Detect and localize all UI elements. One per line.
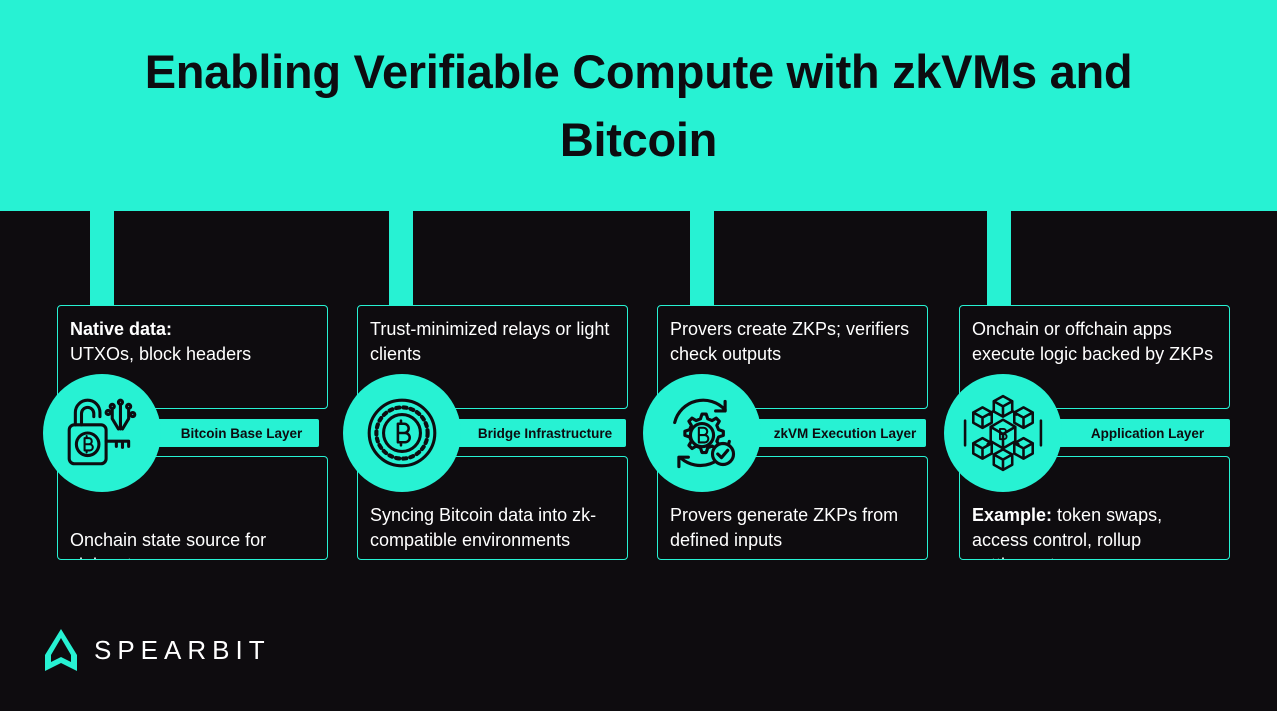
layer-2-bottom-text: Syncing Bitcoin data into zk-compatible … xyxy=(370,505,597,550)
unlocked-bitcoin-padlock-icon xyxy=(67,398,137,466)
layer-4-top-box: Onchain or offchain apps execute logic b… xyxy=(959,305,1230,409)
layer-2-top-text: Trust-minimized relays or light clients xyxy=(370,319,610,364)
bitcoin-blockchain-network-icon xyxy=(963,394,1043,472)
layer-4-bottom-text: token swaps, access control, rollup sett… xyxy=(972,505,1163,559)
layer-4-bottom-bold: Example: xyxy=(972,505,1053,525)
layer-1-bottom-text: Onchain state source for zk input xyxy=(70,530,267,559)
spearbit-logo-icon xyxy=(45,629,77,671)
layer-1-bottom-box: Onchain state source for zk input xyxy=(57,456,328,560)
layer-4-top-text: Onchain or offchain apps execute logic b… xyxy=(972,319,1214,364)
layer-3-top-text: Provers create ZKPs; verifiers check out… xyxy=(670,319,910,364)
layer-1-top-bold: Native data: xyxy=(70,319,173,339)
layer-2-icon-circle xyxy=(343,374,461,492)
connector-bridge-infrastructure xyxy=(389,211,413,306)
connector-zkvm-execution-layer xyxy=(690,211,714,306)
spearbit-logo: SPEARBIT xyxy=(44,628,271,672)
diagram-title: Enabling Verifiable Compute with zkVMs a… xyxy=(144,44,1133,166)
layer-4-icon-circle xyxy=(944,374,1062,492)
bitcoin-coin-icon xyxy=(367,398,437,468)
layer-3-icon-circle xyxy=(643,374,761,492)
connector-bitcoin-base-layer xyxy=(90,211,114,306)
bitcoin-gear-check-icon xyxy=(673,398,736,469)
header-banner: Enabling Verifiable Compute with zkVMs a… xyxy=(0,0,1277,211)
layer-3-bottom-text: Provers generate ZKPs from defined input… xyxy=(670,505,899,550)
layer-3-bottom-box: Provers generate ZKPs from defined input… xyxy=(657,456,928,560)
connector-application-layer xyxy=(987,211,1011,306)
brand-name: SPEARBIT xyxy=(94,634,271,665)
layer-1-icon-circle xyxy=(43,374,161,492)
layer-1-top-text: UTXOs, block headers xyxy=(70,344,252,364)
